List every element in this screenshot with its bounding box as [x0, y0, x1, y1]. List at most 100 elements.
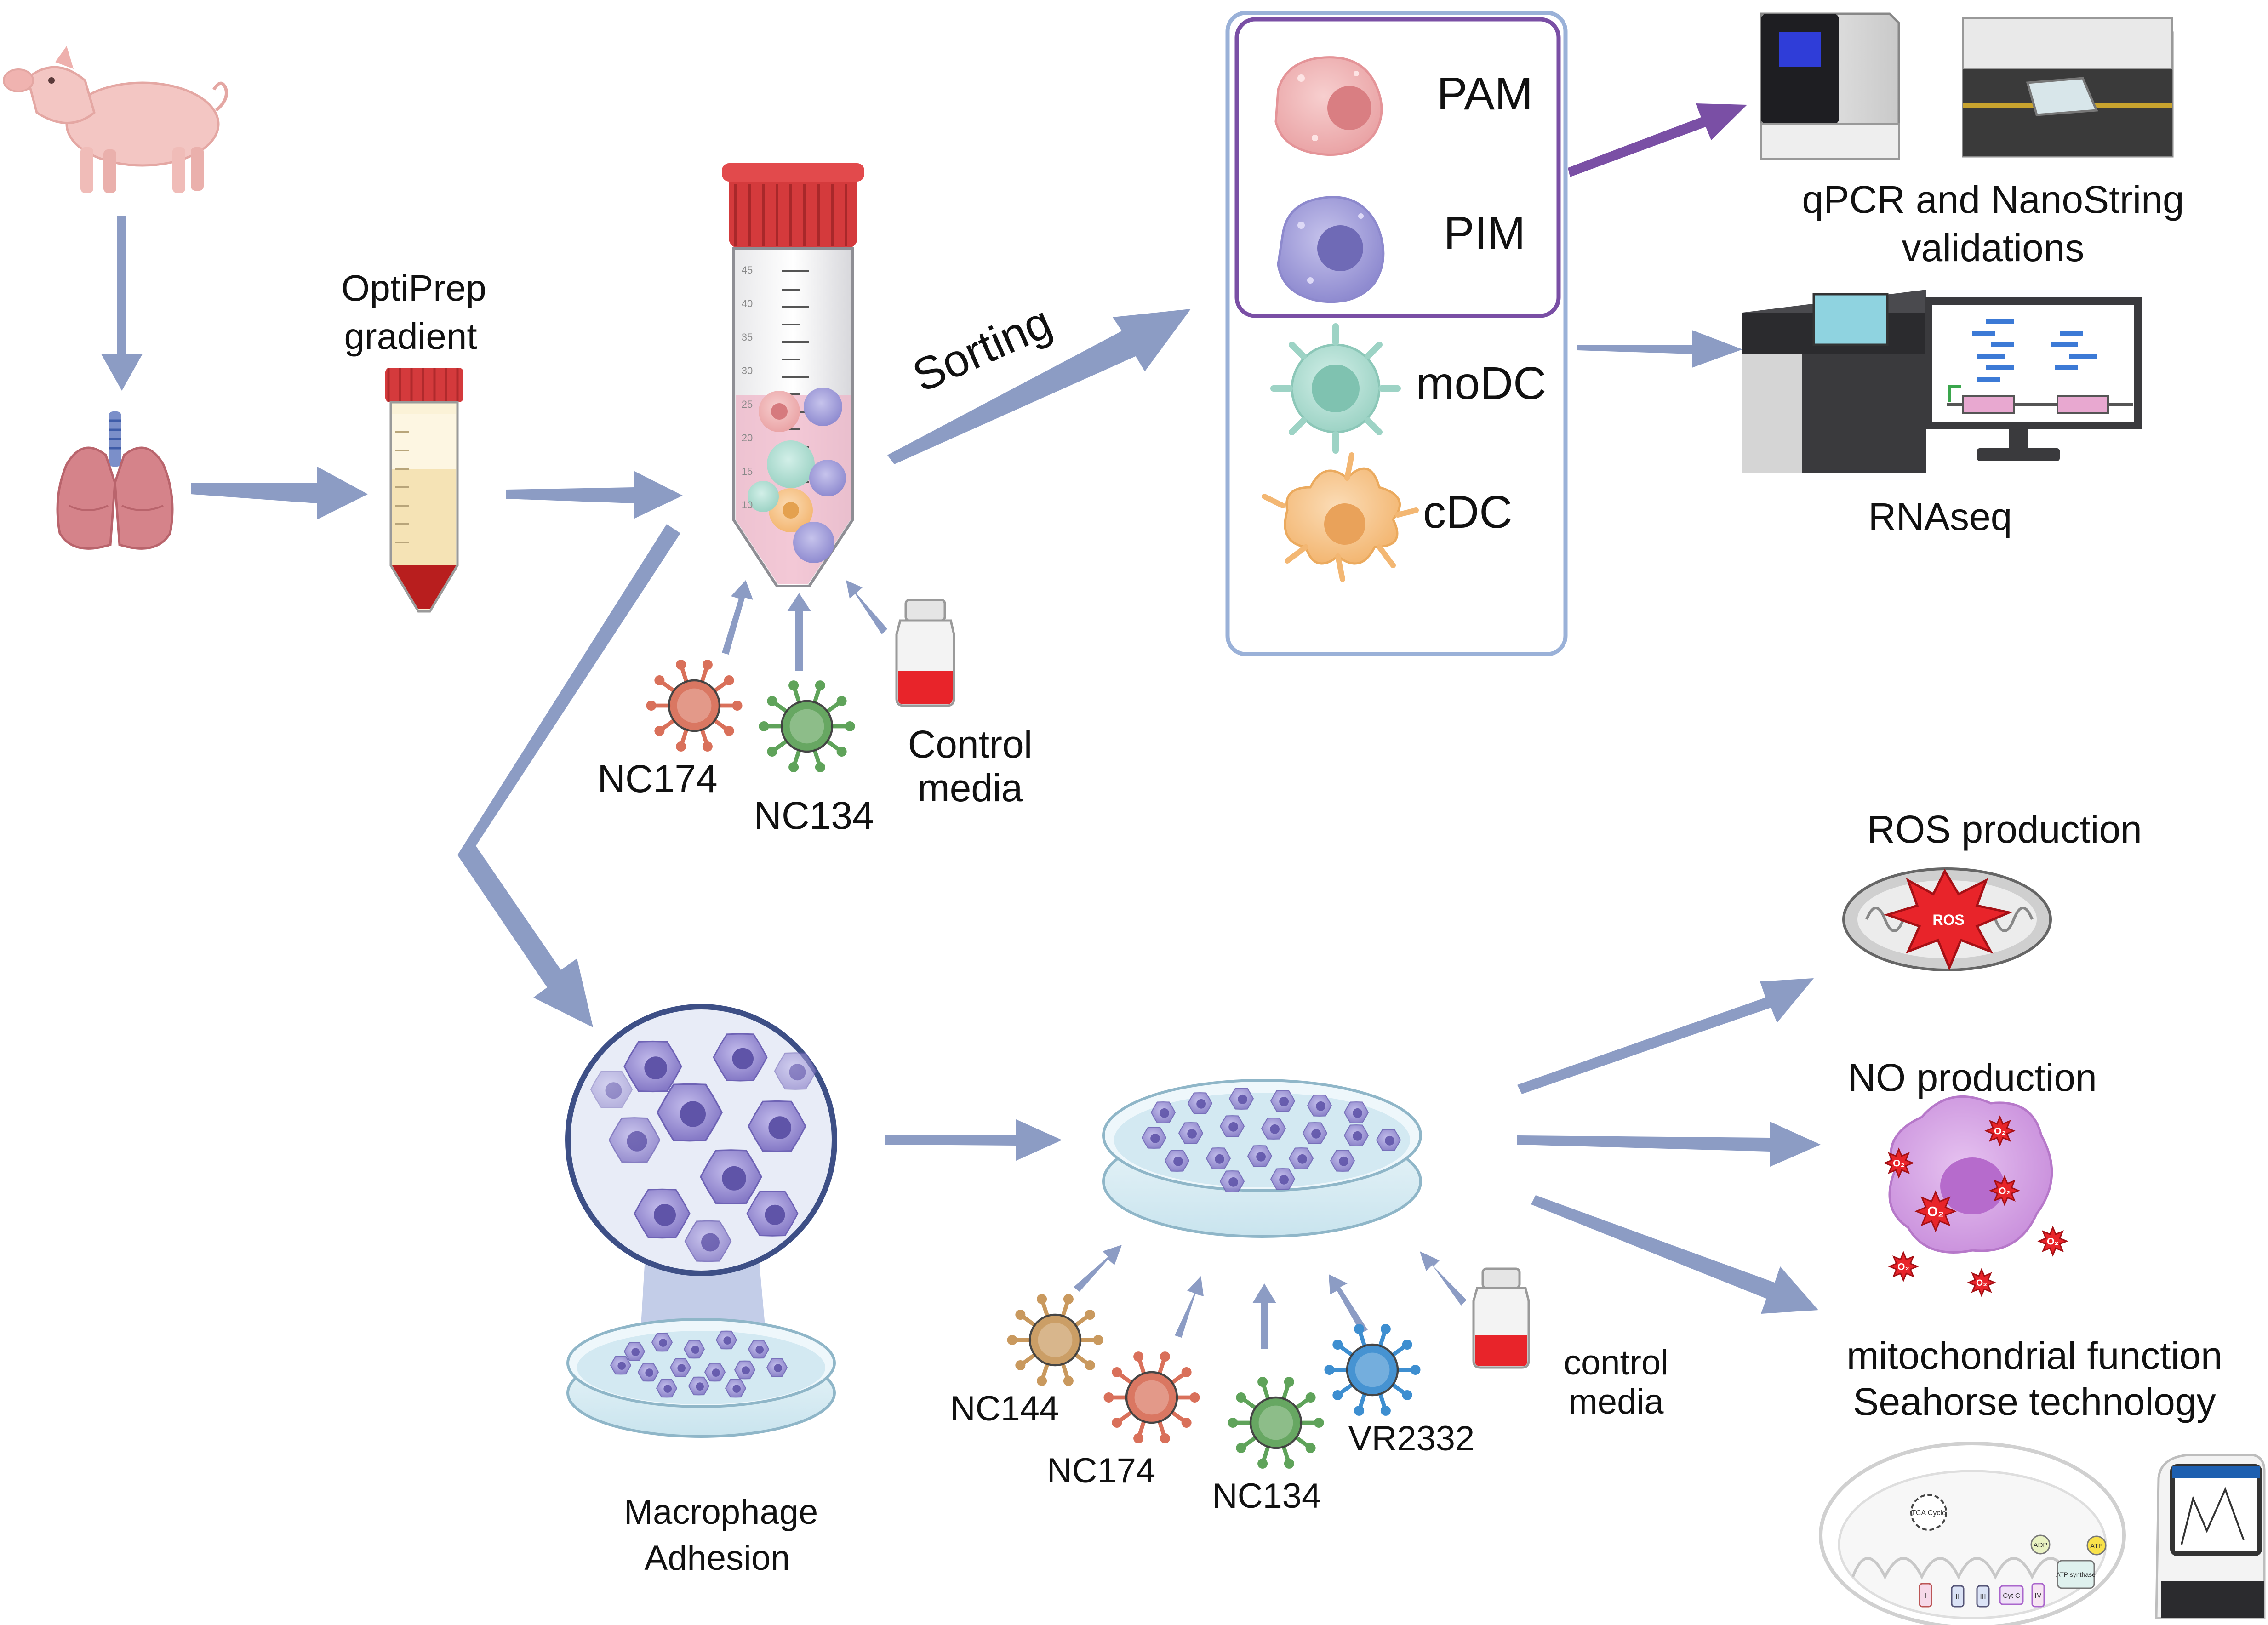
nc144-label: NC144	[950, 1389, 1059, 1428]
complex-ii-label: II	[1956, 1593, 1960, 1601]
arrow-sorting	[887, 309, 1191, 464]
svg-text:10: 10	[742, 499, 753, 511]
arrow-tube-to-macrophage	[457, 524, 680, 1027]
svg-text:O₂: O₂	[1927, 1204, 1944, 1220]
control-media-label-bottom-line1: control	[1563, 1343, 1669, 1382]
lung-icon	[56, 411, 174, 550]
svg-text:O₂: O₂	[1976, 1278, 1987, 1288]
arrow-dish-to-no	[1517, 1122, 1821, 1167]
centrifuge-tube-icon	[722, 163, 864, 587]
svg-text:15: 15	[742, 466, 753, 477]
pam-cell-icon	[1274, 56, 1383, 156]
svg-text:O₂: O₂	[2047, 1237, 2059, 1247]
ros-badge-label: ROS	[1932, 912, 1964, 928]
arrow-vr2332-to-dish	[1329, 1274, 1368, 1333]
flow-arrows	[101, 216, 1821, 1349]
virus-icon-nc134-top	[759, 680, 855, 772]
arrow-pig-to-lung	[101, 216, 143, 391]
nc134-label-top: NC134	[754, 794, 874, 837]
mitochondrion-icon-ros	[1842, 867, 2052, 971]
no-production-cell-icon	[1888, 1095, 2053, 1254]
svg-text:45: 45	[742, 264, 753, 276]
nc174-label-top: NC174	[597, 757, 718, 800]
arrow-nc174-to-dish	[1175, 1276, 1204, 1338]
gradient-label: gradient	[344, 316, 477, 357]
complex-i-label: I	[1925, 1592, 1926, 1600]
no-production-label: NO production	[1848, 1056, 2097, 1099]
svg-text:O₂: O₂	[1893, 1158, 1905, 1169]
virus-icon-vr2332	[1324, 1324, 1421, 1416]
media-bottle-icon-bottom	[1472, 1267, 1530, 1369]
magnified-macrophages	[590, 1033, 817, 1262]
qpcr-label-line2: validations	[1902, 226, 2085, 269]
mito-function-label-line2: Seahorse technology	[1853, 1380, 2216, 1423]
svg-text:30: 30	[742, 365, 753, 376]
nc174-label-bottom: NC174	[1046, 1451, 1156, 1490]
macrophage-adhesion-label-line2: Adhesion	[644, 1539, 790, 1578]
modc-label: moDC	[1416, 358, 1547, 409]
cdc-cell-icon	[1262, 452, 1419, 582]
seahorse-analyzer-icon	[2155, 1454, 2266, 1619]
tca-label: TCA Cycle	[1911, 1509, 1946, 1517]
arrow-box-to-qpcr	[1568, 103, 1747, 177]
arrow-dish-to-ros	[1517, 978, 1814, 1094]
mito-function-label-line1: mitochondrial function	[1846, 1334, 2222, 1377]
control-media-label-bottom-line2: media	[1568, 1382, 1664, 1421]
arrow-dish-to-mito	[1531, 1195, 1818, 1314]
virus-icon-nc144	[1007, 1294, 1103, 1386]
nc134-label-bottom: NC134	[1212, 1477, 1321, 1516]
qpcr-label-line1: qPCR and NanoString	[1802, 178, 2184, 221]
pam-label: PAM	[1437, 68, 1533, 120]
arrow-optiprep-to-tube	[506, 471, 683, 519]
adhesion-dish-cells	[610, 1330, 788, 1398]
sequencer-icon	[1742, 290, 1926, 473]
adp-label: ADP	[2034, 1541, 2048, 1549]
tube-tick-labels: 45 40 35 30 25 20 15 10	[742, 264, 753, 511]
pim-cell-icon	[1277, 196, 1385, 303]
virus-icon-nc134-bottom	[1228, 1377, 1324, 1469]
virus-icon-nc174-top	[646, 660, 743, 752]
optiprep-tube-icon	[385, 368, 463, 613]
mitochondrion-icon-function	[1819, 1442, 2126, 1625]
complex-iv-label: IV	[2034, 1592, 2041, 1600]
media-bottle-icon	[895, 599, 955, 707]
arrow-nc134-to-dish	[1252, 1283, 1276, 1349]
svg-text:O₂: O₂	[1999, 1186, 2011, 1197]
optiprep-label: OptiPrep	[341, 268, 486, 308]
atp-label: ATP	[2090, 1542, 2103, 1550]
ros-production-label: ROS production	[1867, 808, 2142, 851]
arrow-media-to-dish	[1420, 1251, 1467, 1306]
pig-icon	[3, 46, 228, 193]
complex-iii-label: III	[1980, 1593, 1986, 1601]
qpcr-machine-icon	[1760, 12, 1900, 160]
arrow-nc174-to-tube	[722, 580, 753, 655]
cdc-label: cDC	[1423, 486, 1513, 538]
atp-synthase-label: ATP synthase	[2056, 1571, 2096, 1578]
arrow-adhesion-to-dish	[885, 1119, 1062, 1161]
cyt-c-label: Cyt C	[2003, 1592, 2020, 1600]
svg-text:40: 40	[742, 298, 753, 309]
modc-cell-icon	[1270, 323, 1401, 454]
pim-label: PIM	[1444, 207, 1525, 259]
virus-icon-nc174-bottom	[1103, 1351, 1200, 1443]
no-radical-marks: O₂ O₂ O₂ O₂ O₂ O₂ O₂	[1883, 1115, 2068, 1297]
arrow-lung-to-optiprep	[191, 467, 368, 519]
control-media-label-line1: Control	[908, 723, 1033, 766]
svg-text:35: 35	[742, 331, 753, 343]
petri-dish-cells	[1141, 1088, 1401, 1192]
arrow-box-to-rnaseq	[1577, 330, 1742, 368]
svg-text:O₂: O₂	[1994, 1126, 2006, 1137]
macrophage-adhesion-label-line1: Macrophage	[623, 1493, 818, 1532]
control-media-label-line2: media	[917, 766, 1023, 810]
vr2332-label: VR2332	[1348, 1419, 1475, 1458]
svg-text:25: 25	[742, 399, 753, 410]
rnaseq-label: RNAseq	[1868, 495, 2012, 538]
svg-text:O₂: O₂	[1897, 1262, 1909, 1272]
arrow-nc134-to-tube	[787, 593, 811, 671]
monitor-icon	[1925, 297, 2142, 461]
svg-text:20: 20	[742, 432, 753, 444]
nanostring-machine-icon	[1962, 17, 2174, 158]
arrow-nc144-to-dish	[1074, 1245, 1122, 1292]
arrow-media-to-tube	[846, 580, 887, 634]
